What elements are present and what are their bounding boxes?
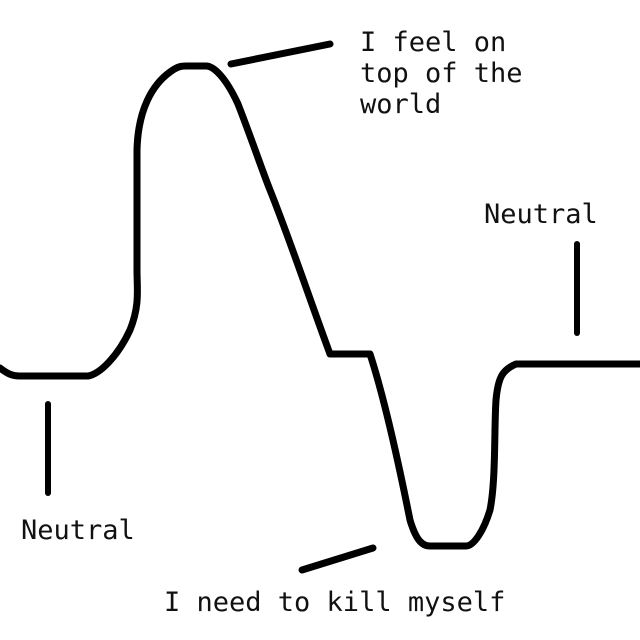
pointer-line-bottom [298,544,377,574]
pointer-line-top [227,40,334,68]
label-bottom-trough: I need to kill myself [164,587,506,618]
mood-curve-line [0,62,640,550]
label-left-neutral: Neutral [21,515,135,546]
label-top-of-world: I feel on top of the world [360,27,523,120]
label-right-neutral: Neutral [484,199,598,230]
